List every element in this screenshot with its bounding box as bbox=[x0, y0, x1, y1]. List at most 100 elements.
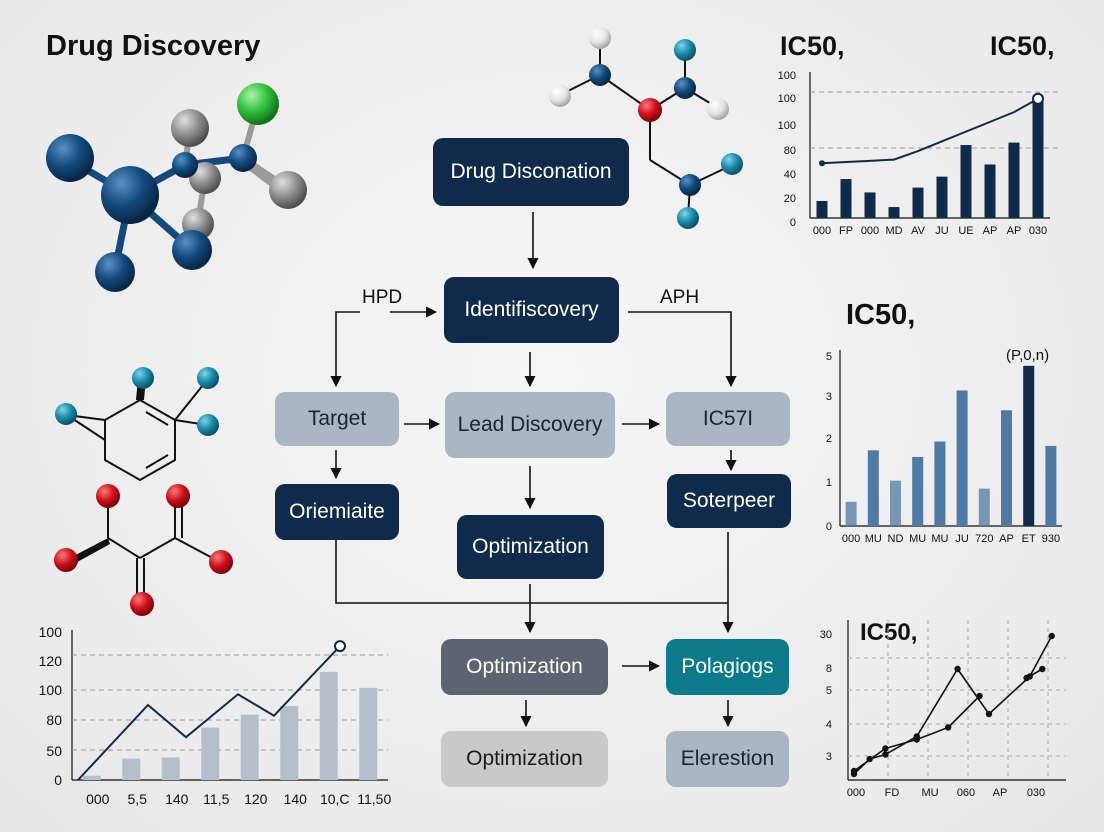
chart4-series-c-point-1 bbox=[1039, 665, 1046, 673]
chart2-ytick-1: 1 bbox=[826, 477, 832, 489]
chart4-xtick-3: 060 bbox=[957, 787, 975, 799]
chart2-bar-0 bbox=[845, 501, 857, 526]
chart2-bar-7 bbox=[1001, 410, 1012, 526]
flow-box-drug-disconation[interactable]: Drug Disconation bbox=[433, 138, 629, 206]
flow-box-oriemiaite[interactable]: Oriemiaite bbox=[275, 484, 399, 540]
chart3-bar-3 bbox=[201, 727, 220, 780]
chart4-lines bbox=[850, 632, 1055, 778]
chart1-bar-3 bbox=[888, 207, 900, 218]
chart4-series-b-point-5 bbox=[985, 710, 993, 718]
chart1-xtick-0: 000 bbox=[813, 225, 831, 237]
chart3-xtick-7: 11,50 bbox=[357, 791, 391, 807]
chart4-series-a-point-3 bbox=[944, 724, 952, 731]
flow-box-soterpeer[interactable]: Soterpeer bbox=[667, 474, 791, 528]
chart4-ytick-2: 5 bbox=[826, 685, 832, 697]
chart1-ytick-5: 100 bbox=[778, 93, 796, 105]
chart1-title-right: IC50, bbox=[990, 31, 1055, 61]
chart4-series-b-point-1 bbox=[866, 755, 873, 763]
chart1-title-left: IC50, bbox=[780, 31, 845, 61]
chart3-ytick-0: 0 bbox=[54, 772, 62, 788]
chart2-xtick-7: AP bbox=[999, 533, 1014, 545]
chart4-series-b-point-7 bbox=[1048, 632, 1055, 640]
chart2-xtick-4: MU bbox=[931, 533, 948, 545]
chart4-xtick-4: AP bbox=[993, 787, 1008, 799]
main-title: Drug Discovery bbox=[46, 30, 261, 62]
flow-box-optimization-pale[interactable]: Optimization bbox=[441, 731, 608, 787]
chart1-ytick-4: 100 bbox=[778, 120, 796, 132]
chart1-line-start bbox=[819, 160, 825, 167]
chart2-ytick-3: 3 bbox=[826, 391, 832, 403]
chart4-xtick-0: 000 bbox=[847, 787, 865, 799]
flow-box-optimization-center[interactable]: Optimization bbox=[457, 515, 604, 579]
chart2-xtick-2: ND bbox=[888, 533, 904, 545]
chart1-line-end bbox=[1032, 92, 1044, 105]
chart4-series-b-point-2 bbox=[882, 751, 889, 758]
chart2-bar-4 bbox=[934, 441, 946, 526]
flow-box-optimization-slate[interactable]: Optimization bbox=[441, 639, 608, 695]
chart3-series-line bbox=[77, 645, 341, 781]
flow-box-lead-discovery[interactable]: Lead Discovery bbox=[445, 392, 615, 458]
flow-box-identifiscovery[interactable]: Identifiscovery bbox=[444, 277, 619, 343]
chart3-bar-5 bbox=[280, 706, 299, 780]
chart2-xtick-6: 720 bbox=[975, 533, 993, 545]
chart2-xtick-1: MU bbox=[865, 533, 882, 545]
chart3-xtick-6: 10,C bbox=[320, 791, 350, 807]
chart3-bar-1 bbox=[122, 758, 141, 780]
flow-box-polagiogs[interactable]: Polagiogs bbox=[666, 639, 789, 695]
chart1-xtick-4: AV bbox=[911, 225, 926, 237]
chart4-xtick-1: FD bbox=[885, 787, 900, 799]
chart3-ytick-5: 100 bbox=[39, 624, 63, 640]
chart4-series-c-point-0 bbox=[1023, 674, 1030, 682]
chart4-grid bbox=[847, 620, 1066, 781]
chart3-line-end bbox=[334, 640, 346, 653]
chart1-bar-9 bbox=[1032, 96, 1044, 218]
chart2-title: IC50, bbox=[846, 299, 915, 331]
chart1-bars bbox=[816, 96, 1044, 218]
chart4-ytick-3: 8 bbox=[826, 663, 832, 675]
chart3-xtick-5: 140 bbox=[284, 791, 308, 807]
chart1-bar-5 bbox=[936, 176, 948, 218]
chart2-bar-3 bbox=[912, 456, 924, 526]
chart1-xtick-8: AP bbox=[1007, 225, 1022, 237]
chart2-bar-2 bbox=[890, 480, 901, 526]
chart1-bar-1 bbox=[840, 179, 852, 218]
chart4-ytick-0: 3 bbox=[826, 751, 832, 763]
flow-box-target[interactable]: Target bbox=[275, 392, 399, 446]
chart3-bar-2 bbox=[161, 757, 180, 780]
chart3-bar-7 bbox=[359, 687, 378, 780]
chart1-xtick-2: 000 bbox=[861, 225, 879, 237]
chart4-series-a-point-1 bbox=[882, 745, 889, 752]
chart2-bars bbox=[839, 350, 1062, 527]
chart1-bar-2 bbox=[864, 192, 876, 218]
chart3-xtick-2: 140 bbox=[165, 791, 189, 807]
chart3-bar-0 bbox=[82, 775, 101, 780]
chart4-ytick-4: 30 bbox=[820, 629, 832, 641]
chart2-xtick-8: ET bbox=[1022, 533, 1036, 545]
flow-box-ic57i[interactable]: IC57I bbox=[666, 392, 790, 446]
flow-box-elerestion[interactable]: Elerestion bbox=[666, 731, 789, 787]
chart2-xtick-9: 930 bbox=[1042, 533, 1060, 545]
chart3-xtick-3: 11,5 bbox=[203, 791, 229, 807]
chart1-ytick-3: 80 bbox=[784, 145, 796, 157]
chart4-xtick-5: 030 bbox=[1027, 787, 1045, 799]
chart3-xtick-4: 120 bbox=[244, 791, 268, 807]
chart2-bar-1 bbox=[867, 450, 879, 526]
chart3-xtick-0: 000 bbox=[86, 791, 110, 807]
chart2-ytick-2: 2 bbox=[826, 433, 832, 445]
chart3-ytick-1: 50 bbox=[46, 743, 62, 759]
chart3-ytick-3: 100 bbox=[39, 682, 63, 698]
chart2-xtick-3: MU bbox=[909, 533, 926, 545]
